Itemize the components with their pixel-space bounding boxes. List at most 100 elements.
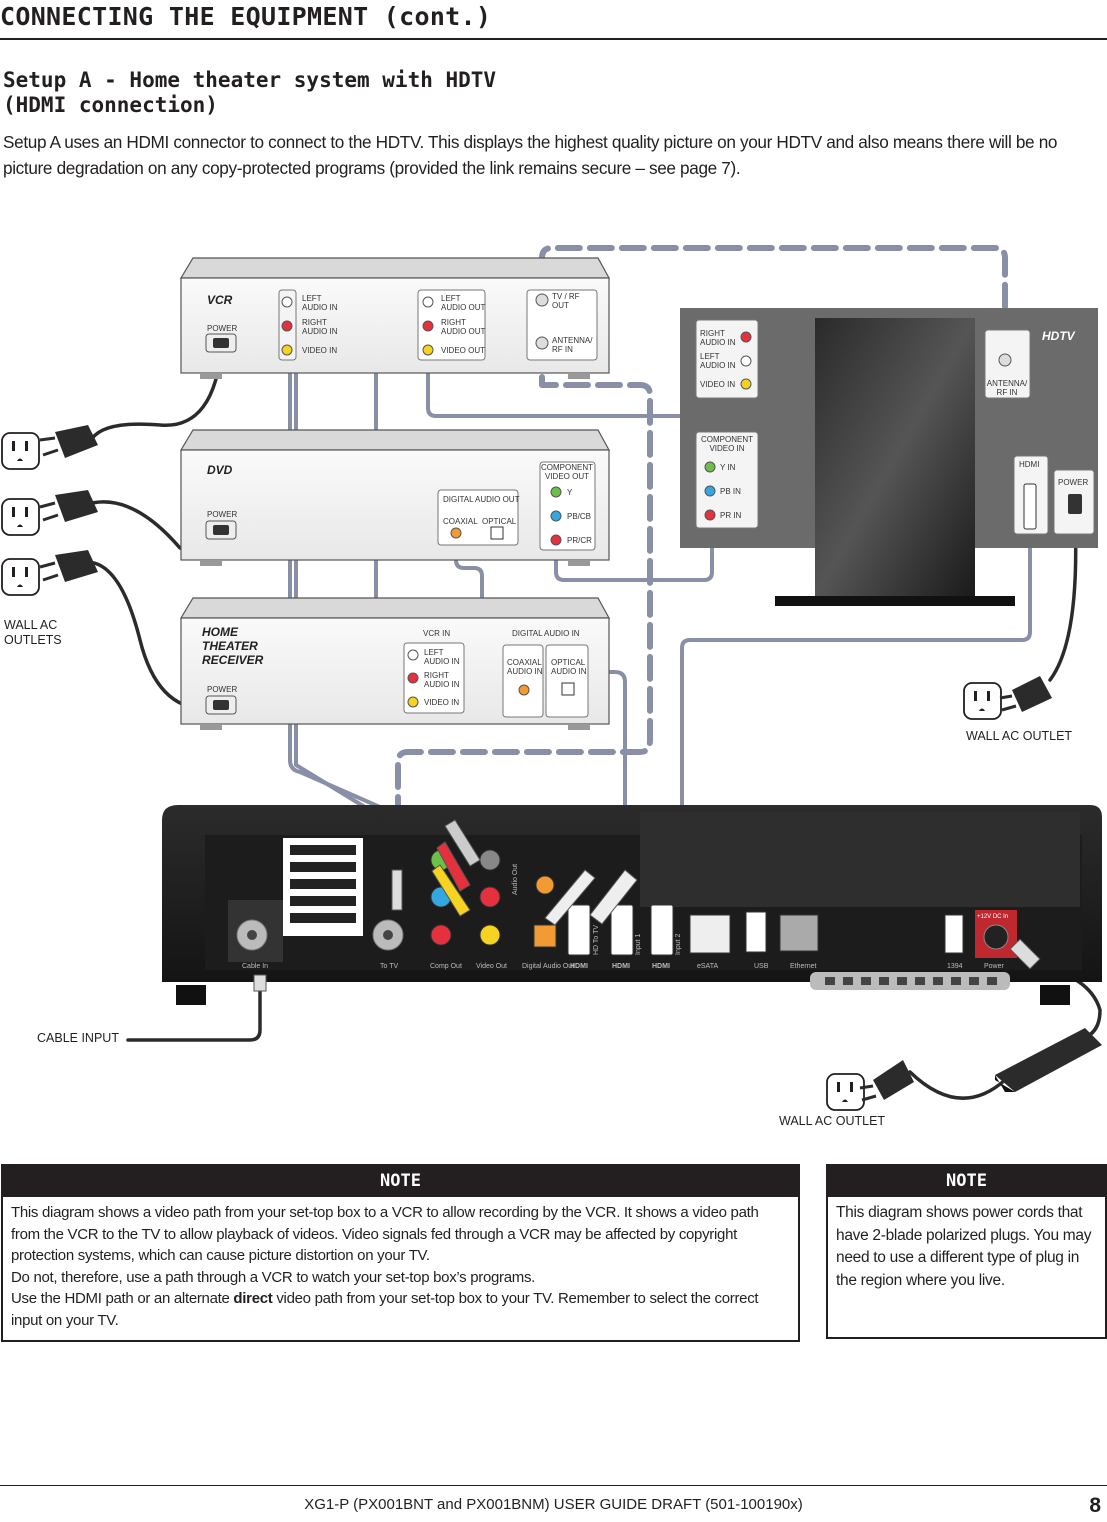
vcr-name: VCR <box>207 293 233 307</box>
svg-text:PR/CR: PR/CR <box>567 536 592 545</box>
vcr-video-out-jack[interactable] <box>422 344 434 356</box>
settop-box: Cable In To TV Comp Out Video Out Digita… <box>162 805 1102 1005</box>
wall-outlet-adapter: WALL AC OUTLET <box>779 1060 914 1128</box>
svg-text:Digital Audio Out: Digital Audio Out <box>522 963 574 970</box>
note-body: This diagram shows a video path from you… <box>3 1197 798 1336</box>
svg-text:+12V DC In: +12V DC In <box>977 914 1008 920</box>
receiver-video-in-jack[interactable] <box>407 696 419 708</box>
note-box-left: NOTE This diagram shows a video path fro… <box>1 1164 800 1342</box>
svg-text:eSATA: eSATA <box>697 963 718 970</box>
dvd-y-jack[interactable] <box>550 486 562 498</box>
hdtv-power-port[interactable] <box>1068 494 1082 514</box>
hdtv-pr-in-jack[interactable] <box>704 509 716 521</box>
settop-audio-out-l[interactable] <box>479 849 501 871</box>
footer-text: XG1-P (PX001BNT and PX001BNM) USER GUIDE… <box>304 1496 803 1513</box>
hdtv-left-audio-in-jack[interactable] <box>740 355 752 367</box>
hdtv-video-in-jack[interactable] <box>740 378 752 390</box>
svg-text:COAXIAL: COAXIAL <box>443 517 478 526</box>
svg-text:HDMI: HDMI <box>1019 460 1039 469</box>
settop-hdmi-input-2[interactable] <box>650 904 674 956</box>
svg-text:PB IN: PB IN <box>720 487 741 496</box>
vcr-video-in-jack[interactable] <box>281 344 293 356</box>
svg-text:HD To TV: HD To TV <box>593 925 600 955</box>
svg-text:Input 1: Input 1 <box>635 933 642 955</box>
note-body: This diagram shows power cords that have… <box>836 1204 1092 1289</box>
settop-ethernet-port[interactable] <box>779 914 819 952</box>
vcr-right-audio-out-jack[interactable] <box>422 320 434 332</box>
svg-text:To TV: To TV <box>380 963 398 970</box>
svg-text:HDMI: HDMI <box>612 963 630 970</box>
vcr-antenna-rf-in-jack[interactable] <box>535 336 549 350</box>
wall-outlet-icon <box>1 432 40 470</box>
receiver-right-audio-in-jack[interactable] <box>407 672 419 684</box>
settop-hdmi-input-1[interactable] <box>610 904 634 956</box>
svg-text:OPTICAL: OPTICAL <box>482 517 517 526</box>
vcr-right-audio-in-jack[interactable] <box>281 320 293 332</box>
hdtv-y-in-jack[interactable] <box>704 461 716 473</box>
svg-text:Comp Out: Comp Out <box>430 963 462 970</box>
power-cord-vcr <box>88 341 224 444</box>
svg-text:DIGITAL AUDIO IN: DIGITAL AUDIO IN <box>512 629 580 638</box>
note-paragraph: Do not, therefore, use a path through a … <box>11 1268 536 1286</box>
dvd-optical-out-jack[interactable] <box>490 526 504 540</box>
note-box-right: NOTE This diagram shows power cords that… <box>826 1164 1107 1339</box>
wall-ac-outlet-adapter-label: WALL AC OUTLET <box>779 1114 885 1128</box>
dvd-pr-jack[interactable] <box>550 534 562 546</box>
svg-text:VIDEO IN: VIDEO IN <box>424 698 459 707</box>
svg-text:VIDEO OUT: VIDEO OUT <box>441 346 485 355</box>
svg-text:Ethernet: Ethernet <box>790 963 817 970</box>
title-rule <box>0 38 1107 40</box>
settop-power-port[interactable] <box>983 924 1009 950</box>
svg-text:ANTENNA/RF IN: ANTENNA/RF IN <box>552 336 593 354</box>
settop-optical-out[interactable] <box>533 924 557 948</box>
hdtv-hdmi-port[interactable] <box>1023 483 1037 530</box>
note-paragraph: Use the HDMI path or an alternate direct… <box>11 1290 759 1329</box>
svg-text:Y IN: Y IN <box>720 463 736 472</box>
wall-ac-outlet-tv-label: WALL AC OUTLET <box>966 729 1072 743</box>
hdtv-pb-in-jack[interactable] <box>704 485 716 497</box>
note-heading: NOTE <box>3 1166 798 1197</box>
vcr-left-audio-out-jack[interactable] <box>422 296 434 308</box>
power-plug-icon <box>39 490 98 522</box>
svg-text:Power: Power <box>984 963 1005 970</box>
settop-video-out[interactable] <box>479 924 501 946</box>
wall-ac-outlets-label: WALL AC <box>4 618 57 632</box>
receiver-left-audio-in-jack[interactable] <box>407 649 419 661</box>
settop-usb-port[interactable] <box>745 911 767 953</box>
settop-audio-out-r[interactable] <box>479 886 501 908</box>
svg-text:Video Out: Video Out <box>476 963 507 970</box>
svg-text:PR IN: PR IN <box>720 511 742 520</box>
receiver-coaxial-in-jack[interactable] <box>518 684 530 696</box>
section-heading-line1: Setup A - Home theater system with HDTV <box>3 68 497 92</box>
svg-text:VCR IN: VCR IN <box>423 629 450 638</box>
settop-coax-digital-out[interactable] <box>535 875 555 895</box>
dvd-pb-jack[interactable] <box>550 510 562 522</box>
settop-comp-out-pr[interactable] <box>430 924 452 946</box>
hdtv-antenna-jack[interactable] <box>998 353 1012 367</box>
hdtv-name: HDTV <box>1042 329 1076 343</box>
svg-text:USB: USB <box>754 963 769 970</box>
page-number: 8 <box>1089 1494 1101 1517</box>
settop-esata-port[interactable] <box>689 914 731 954</box>
svg-text:POWER: POWER <box>207 685 237 694</box>
receiver-optical-in-jack[interactable] <box>561 682 575 696</box>
vcr-tv-rf-out-jack[interactable] <box>535 293 549 307</box>
dvd-name: DVD <box>207 463 233 477</box>
intro-paragraph: Setup A uses an HDMI connector to connec… <box>3 132 1058 178</box>
settop-hdmi-hd-to-tv[interactable] <box>567 904 591 956</box>
hdtv-right-audio-in-jack[interactable] <box>740 331 752 343</box>
settop-1394-port[interactable] <box>944 914 964 954</box>
svg-text:Audio Out: Audio Out <box>512 864 519 895</box>
dvd-coaxial-out-jack[interactable] <box>450 527 462 539</box>
vcr-power-label: POWER <box>207 324 237 333</box>
vcr-left-audio-in-jack[interactable] <box>281 296 293 308</box>
svg-text:POWER: POWER <box>207 510 237 519</box>
